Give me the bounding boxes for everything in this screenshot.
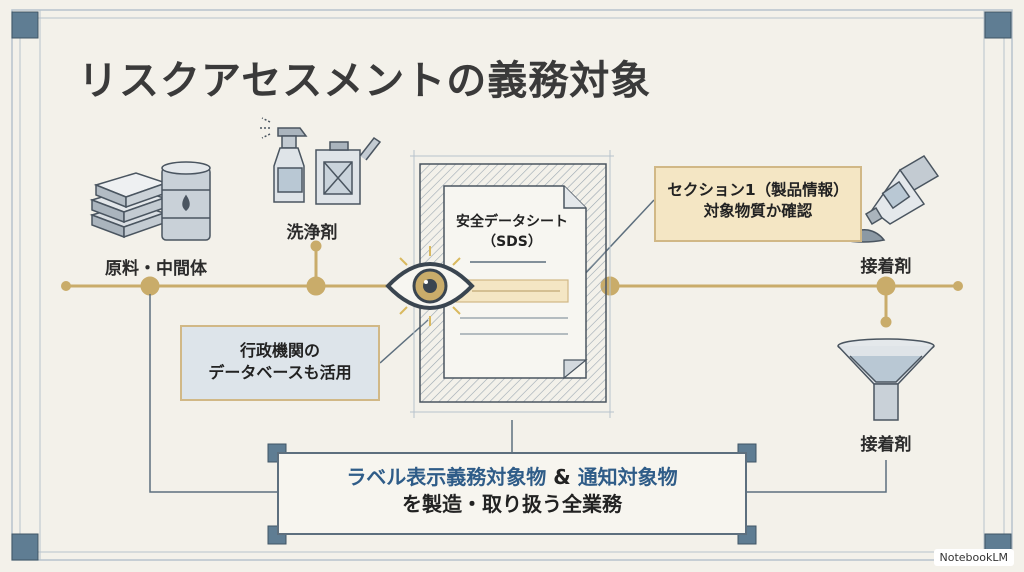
label-adhesive-bottom: 接着剤 [860,435,912,455]
sds-title: 安全データシート （SDS） [456,212,568,253]
main-summary-box: ラベル表示義務対象物 & 通知対象物 を製造・取り扱う全業務 [277,452,747,535]
sds-title-line1: 安全データシート [456,214,568,230]
spray-jerrycan-icon [258,117,382,205]
main-box-notification: 通知対象物 [577,465,678,489]
main-box-line1: ラベル表示義務対象物 & 通知対象物 [279,464,745,491]
main-box-ampersand: & [546,465,578,489]
label-adhesive-top: 接着剤 [860,257,912,277]
callout-section-line2: 対象物質か確認 [703,201,813,220]
page-title: リスクアセスメントの義務対象 [78,58,652,104]
label-cleaner: 洗浄剤 [286,223,338,243]
callout-section1: セクション1（製品情報） 対象物質か確認 [654,166,862,242]
sds-title-line2: （SDS） [482,234,542,251]
corner-squares [11,11,1012,561]
adhesive-tube-icon [840,155,940,243]
bags-drum-icon [89,161,211,241]
brand-watermark: NotebookLM [933,549,1014,566]
callout-gov-line1: 行政機関の [239,341,320,360]
label-raw-material: 原料・中間体 [105,259,207,279]
main-box-label-obligation: ラベル表示義務対象物 [346,465,547,489]
node-adhesive [876,276,896,296]
node-cleaner [306,276,326,296]
node-raw-material [140,276,160,296]
callout-government-database: 行政機関の データベースも活用 [180,325,380,401]
outer-frame [11,9,1013,561]
eye-icon [385,246,475,326]
funnel-icon [837,338,935,421]
main-box-line2: を製造・取り扱う全業務 [402,492,622,516]
callout-section-line1: セクション1（製品情報） [667,181,849,199]
callout-gov-line2: データベースも活用 [208,362,352,382]
